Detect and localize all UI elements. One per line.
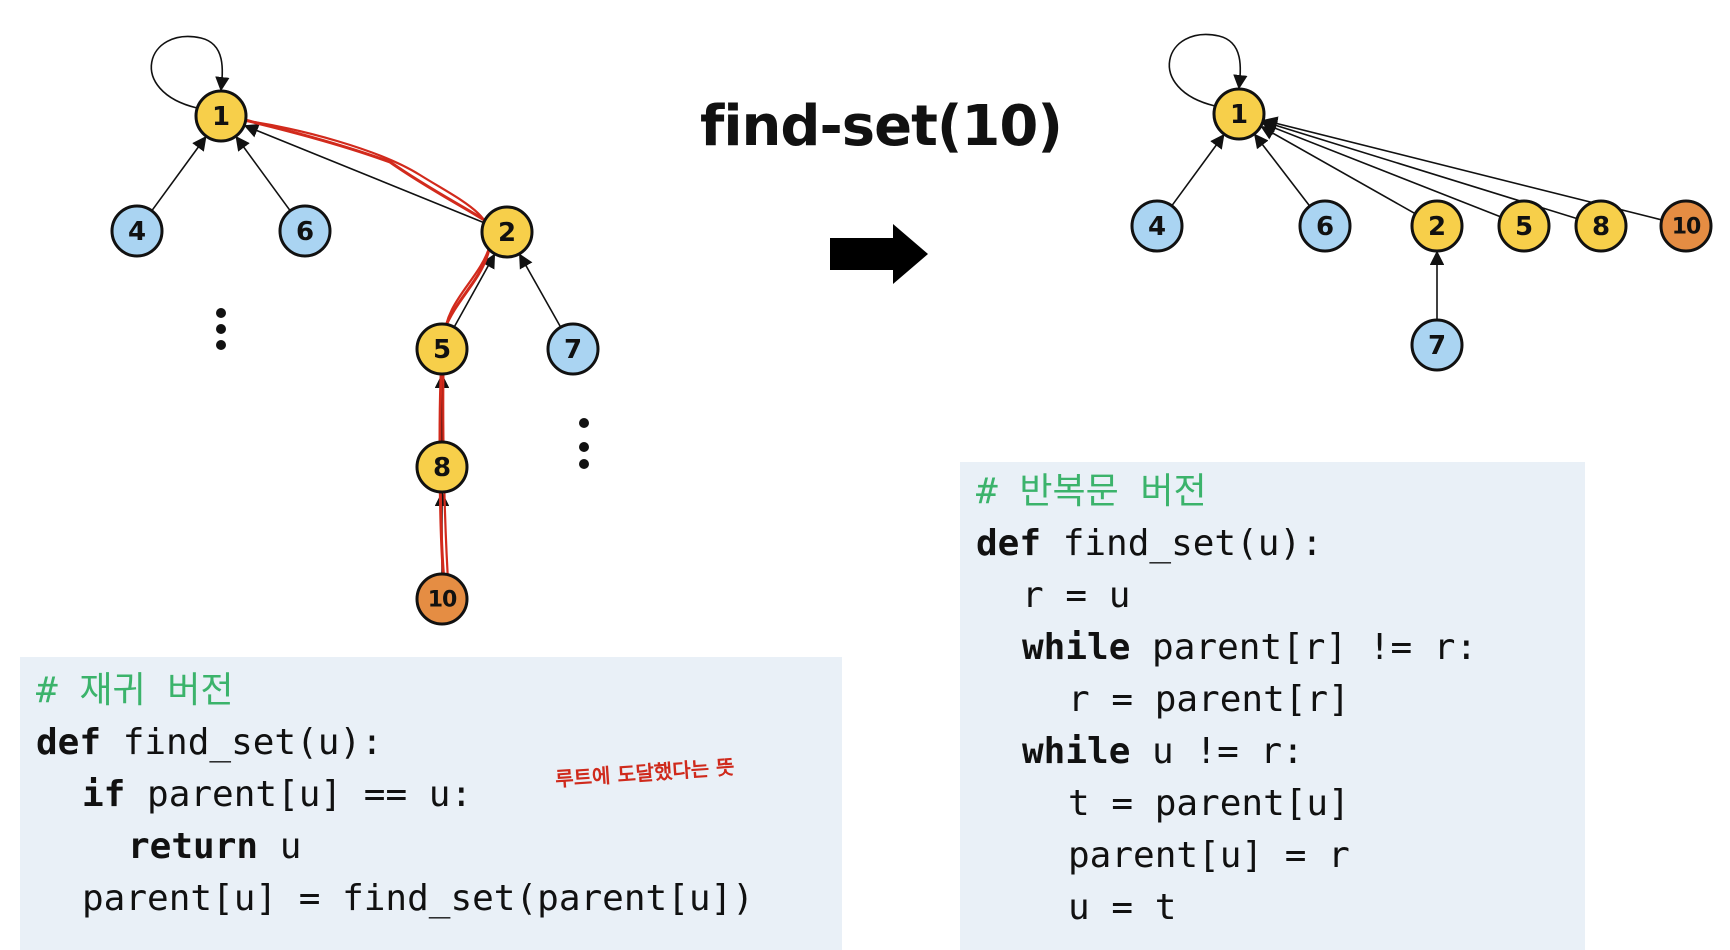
- after-node-label: 2: [1428, 212, 1446, 242]
- after-node-label: 4: [1148, 212, 1166, 242]
- before-edge-4-to-1: [151, 135, 207, 212]
- before-node-circle: [278, 204, 332, 258]
- after-edge-2-to-1: [1260, 126, 1416, 215]
- before-node-circle: [110, 204, 164, 258]
- ellipsis-dot: [579, 459, 589, 469]
- code-line: parent[u] = find_set(parent[u]): [82, 878, 754, 919]
- after-node-4: 4: [1130, 199, 1184, 253]
- after-node-circle: [1298, 199, 1352, 253]
- after-node-2: 2: [1410, 199, 1464, 253]
- before-node-circle: [546, 322, 600, 376]
- ellipsis-dot: [579, 442, 589, 452]
- before-node-label: 10: [428, 588, 457, 613]
- before-node-circle: [415, 322, 469, 376]
- code-line: while parent[r] != r:: [1022, 627, 1478, 668]
- before-edge-6-to-1: [235, 135, 291, 212]
- code-line: r = parent[r]: [1068, 679, 1350, 720]
- before-node-label: 1: [212, 102, 230, 132]
- after-node-label: 8: [1592, 212, 1610, 242]
- after-node-circle: [1497, 199, 1551, 253]
- after-node-label: 5: [1515, 212, 1533, 242]
- code-line: return u: [128, 826, 302, 867]
- before-node-label: 2: [498, 218, 516, 248]
- before-node-8: 8: [415, 440, 469, 494]
- after-node-circle: [1574, 199, 1628, 253]
- before-edge-5-to-2: [453, 253, 496, 328]
- code-comment: # 재귀 버전: [36, 670, 234, 711]
- after-node-circle: [1410, 318, 1464, 372]
- before-node-label: 6: [296, 217, 314, 247]
- after-node-8: 8: [1574, 199, 1628, 253]
- before-node-5: 5: [415, 322, 469, 376]
- after-node-1: 1: [1212, 87, 1266, 141]
- code-line: if parent[u] == u:: [82, 774, 473, 815]
- code-comment: # 반복문 버전: [976, 471, 1207, 512]
- after-node-label: 7: [1428, 331, 1446, 361]
- after-edge-6-to-1: [1253, 133, 1311, 207]
- recursive-code-block: # 재귀 버전 def find_set(u): if parent[u] ==…: [20, 657, 842, 950]
- after-node-circle: [1130, 199, 1184, 253]
- ellipsis-dot: [216, 308, 226, 318]
- code-line: t = parent[u]: [1068, 783, 1350, 824]
- before-edge-7-to-2: [519, 253, 562, 328]
- after-node-label: 1: [1230, 100, 1248, 130]
- code-line: def find_set(u):: [976, 523, 1323, 564]
- before-node-label: 7: [564, 335, 582, 365]
- after-node-5: 5: [1497, 199, 1551, 253]
- code-line: r = u: [1022, 575, 1131, 616]
- before-node-circle: [415, 572, 469, 626]
- after-edge-4-to-1: [1171, 133, 1225, 207]
- before-node-1: 1: [194, 89, 248, 143]
- after-node-circle: [1212, 87, 1266, 141]
- ellipsis-dots: [216, 308, 589, 469]
- before-node-10: 10: [415, 572, 469, 626]
- before-edge-2-to-1: [243, 123, 485, 224]
- before-node-2: 2: [480, 205, 534, 259]
- before-node-circle: [480, 205, 534, 259]
- code-line: u = t: [1068, 887, 1177, 928]
- after-node-circle: [1659, 199, 1713, 253]
- after-self-loop: [1168, 33, 1248, 107]
- after-node-label: 6: [1316, 212, 1334, 242]
- after-node-label: 10: [1672, 215, 1701, 240]
- iterative-code-block: # 반복문 버전 def find_set(u): r = u while pa…: [960, 462, 1585, 950]
- code-line: def find_set(u):: [36, 722, 383, 763]
- ellipsis-dot: [216, 324, 226, 334]
- before-node-label: 8: [433, 453, 451, 483]
- code-line: parent[u] = r: [1068, 835, 1350, 876]
- page-title: find-set(10): [700, 94, 1063, 159]
- before-node-6: 6: [278, 204, 332, 258]
- after-node-7: 7: [1410, 318, 1464, 372]
- code-line: while u != r:: [1022, 731, 1304, 772]
- before-self-loop: [150, 35, 230, 109]
- before-node-label: 5: [433, 335, 451, 365]
- after-node-circle: [1410, 199, 1464, 253]
- after-node-6: 6: [1298, 199, 1352, 253]
- ellipsis-dot: [579, 418, 589, 428]
- after-edge-5-to-1: [1261, 121, 1502, 218]
- before-node-circle: [194, 89, 248, 143]
- right-arrow-icon: [830, 224, 928, 284]
- before-node-label: 4: [128, 217, 146, 247]
- before-node-circle: [415, 440, 469, 494]
- ellipsis-dot: [216, 340, 226, 350]
- nodes-layer: 1 4 6 2 5 7 8 10 1 4 6 2 5 8 10 7: [110, 87, 1713, 626]
- before-node-7: 7: [546, 322, 600, 376]
- after-node-10: 10: [1659, 199, 1713, 253]
- before-node-4: 4: [110, 204, 164, 258]
